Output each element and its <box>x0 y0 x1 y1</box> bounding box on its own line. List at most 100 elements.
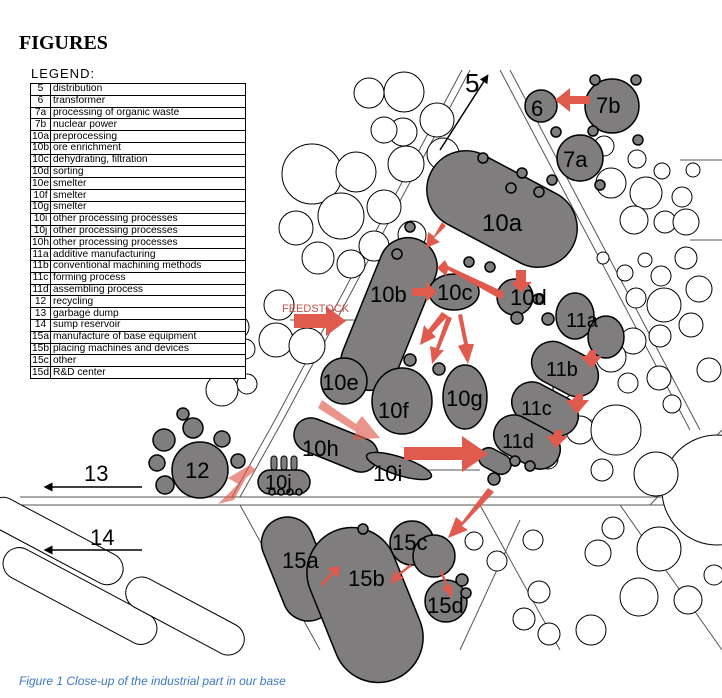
legend-title: LEGEND: <box>31 66 96 81</box>
legend-label: distribution <box>50 83 246 96</box>
legend-label: recycling <box>50 295 246 309</box>
legend-code: 10h <box>30 236 51 250</box>
label-10h: 10h <box>302 436 339 461</box>
label-15a: 15a <box>282 548 319 573</box>
label-10g: 10g <box>446 386 483 411</box>
legend-label: sorting <box>50 165 246 179</box>
legend-label: assembling process <box>50 283 246 297</box>
label-11a: 11a <box>566 310 599 332</box>
legend-label: smelter <box>50 200 246 214</box>
label-10a: 10a <box>482 210 523 237</box>
reservoir-ponds <box>0 496 245 656</box>
legend-label: other processing processes <box>50 224 246 238</box>
legend-label: processing of organic waste <box>50 106 246 120</box>
legend-label: manufacture of base equipment <box>50 330 246 344</box>
legend-code: 10i <box>30 212 51 226</box>
legend-code: 5 <box>30 83 51 96</box>
distribution-arrow <box>439 74 489 151</box>
legend-label: placing machines and devices <box>50 342 246 356</box>
label-11d: 11d <box>502 431 534 453</box>
material-flow-arrows <box>294 88 602 598</box>
legend-code: 10g <box>30 200 51 214</box>
legend-code: 10d <box>30 165 51 179</box>
legend-code: 7b <box>30 118 51 132</box>
legend-label: dehydrating, filtration <box>50 153 246 167</box>
legend-code: 10j <box>30 224 51 238</box>
legend-code: 10f <box>30 189 51 202</box>
legend-label: additive manufacturing <box>50 248 246 261</box>
legend-label: garbage dump <box>50 307 246 320</box>
label-12: 12 <box>185 458 209 483</box>
legend-label: transformer <box>50 94 246 108</box>
legend-label: nuclear power <box>50 118 246 132</box>
legend-code: 13 <box>30 307 51 320</box>
empty-lots <box>205 71 722 646</box>
legend-code: 10e <box>30 177 51 191</box>
label-10b: 10b <box>370 282 407 307</box>
label-15d: 15d <box>427 593 464 618</box>
label-10e: 10e <box>322 370 359 395</box>
legend-label: R&D center <box>50 366 246 379</box>
legend-code: 11b <box>30 259 51 273</box>
label-15c: 15c <box>392 530 427 555</box>
label-14: 14 <box>90 525 114 550</box>
legend-code: 6 <box>30 94 51 108</box>
label-10d: 10d <box>510 285 547 310</box>
legend-code: 7a <box>30 106 51 120</box>
legend-label: smelter <box>50 189 246 202</box>
label-11b: 11b <box>546 359 578 381</box>
legend-label: smelter <box>50 177 246 191</box>
legend-code: 11a <box>30 248 51 261</box>
legend-label: conventional machining methods <box>50 259 246 273</box>
legend-label: preprocessing <box>50 130 246 143</box>
feedstock-arrow <box>294 306 346 336</box>
legend-code: 15d <box>30 366 51 379</box>
label-10f: 10f <box>378 398 409 423</box>
legend-code: 11d <box>30 283 51 297</box>
legend-code: 10b <box>30 141 51 155</box>
legend-code: 15a <box>30 330 51 344</box>
legend-label: ore enrichment <box>50 141 246 155</box>
legend-code: 11c <box>30 271 51 285</box>
map-labels: 5 6 7b 7a 10a 10b 10c 10d 10e 10f 10g 10… <box>84 68 620 618</box>
label-13: 13 <box>84 461 108 486</box>
legend-code: 14 <box>30 318 51 332</box>
label-10c: 10c <box>437 280 472 305</box>
legend-label: sump reservoir <box>50 318 246 332</box>
legend-label: forming process <box>50 271 246 285</box>
label-6: 6 <box>531 96 543 121</box>
label-7b: 7b <box>596 93 620 118</box>
label-11c: 11c <box>521 398 552 420</box>
10j-silos <box>270 455 298 471</box>
legend-label: other processing processes <box>50 212 246 226</box>
figure-caption: Figure 1 Close-up of the industrial part… <box>19 674 286 688</box>
legend-code: 15b <box>30 342 51 356</box>
label-10i: 10i <box>373 461 402 486</box>
legend-code: 12 <box>30 295 51 309</box>
page-heading: FIGURES <box>19 32 108 54</box>
